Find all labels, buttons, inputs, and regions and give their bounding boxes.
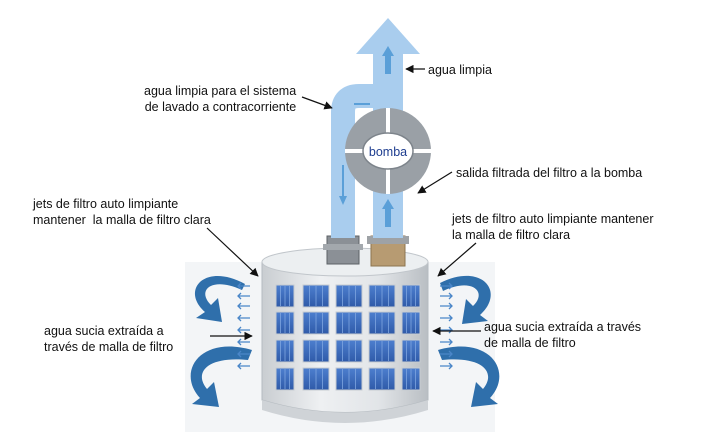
jet-arrow — [237, 338, 250, 346]
pump: bomba — [345, 108, 431, 194]
flow-arrows — [339, 46, 394, 227]
jet-arrow — [440, 282, 453, 290]
label-jets-right: jets de filtro auto limpiante mantener l… — [452, 212, 654, 242]
jet-arrow — [440, 350, 453, 358]
leader-jets-left — [206, 227, 259, 277]
jet-arrow — [237, 282, 250, 290]
leader-lines — [206, 64, 481, 341]
jet-arrow — [440, 314, 453, 322]
jet-arrow — [237, 302, 250, 310]
jet-arrow — [440, 326, 453, 334]
jet-arrow — [440, 302, 453, 310]
leader-backwash — [301, 96, 333, 110]
jet-arrow — [237, 362, 250, 370]
flow-arrow-up-top — [385, 52, 391, 74]
label-dirty-water-right: agua sucia extraída a través de malla de… — [484, 320, 642, 350]
jet-arrow — [237, 292, 250, 300]
backwash-pipe — [331, 84, 373, 238]
intake-arrow-right-top — [440, 275, 491, 324]
pipe-fitting-left — [323, 235, 363, 265]
intake-arrows-right — [438, 275, 500, 407]
intake-arrow-left-top — [194, 275, 245, 322]
intake-arrows-left — [190, 275, 252, 407]
jet-arrows — [237, 282, 453, 370]
jet-arrow — [237, 314, 250, 322]
filter-tank — [261, 247, 429, 423]
label-backwash-water: agua limpia para el sistema de lavado a … — [144, 84, 297, 114]
jet-arrow — [237, 326, 250, 334]
label-jets-left: jets de filtro auto limpiante mantener l… — [33, 197, 211, 227]
intake-arrow-left-bottom — [190, 346, 252, 407]
leader-jets-right — [437, 242, 477, 277]
outlet-arrow-head — [356, 18, 420, 54]
pipe-fitting-right — [367, 235, 409, 267]
leader-outlet — [417, 171, 453, 194]
intake-arrow-right-bottom — [438, 346, 500, 407]
jet-arrow — [440, 292, 453, 300]
label-dirty-water-left: agua sucia extraída a través de malla de… — [44, 324, 174, 354]
label-clean-water: agua limpia — [428, 63, 492, 77]
filter-mesh — [275, 284, 421, 391]
pump-label: bomba — [369, 145, 407, 159]
jet-arrow — [237, 350, 250, 358]
jet-arrow — [440, 338, 453, 346]
label-filtered-outlet: salida filtrada del filtro a la bomba — [456, 166, 643, 180]
jet-arrow — [440, 362, 453, 370]
flow-arrow-up-bottom — [385, 205, 391, 227]
